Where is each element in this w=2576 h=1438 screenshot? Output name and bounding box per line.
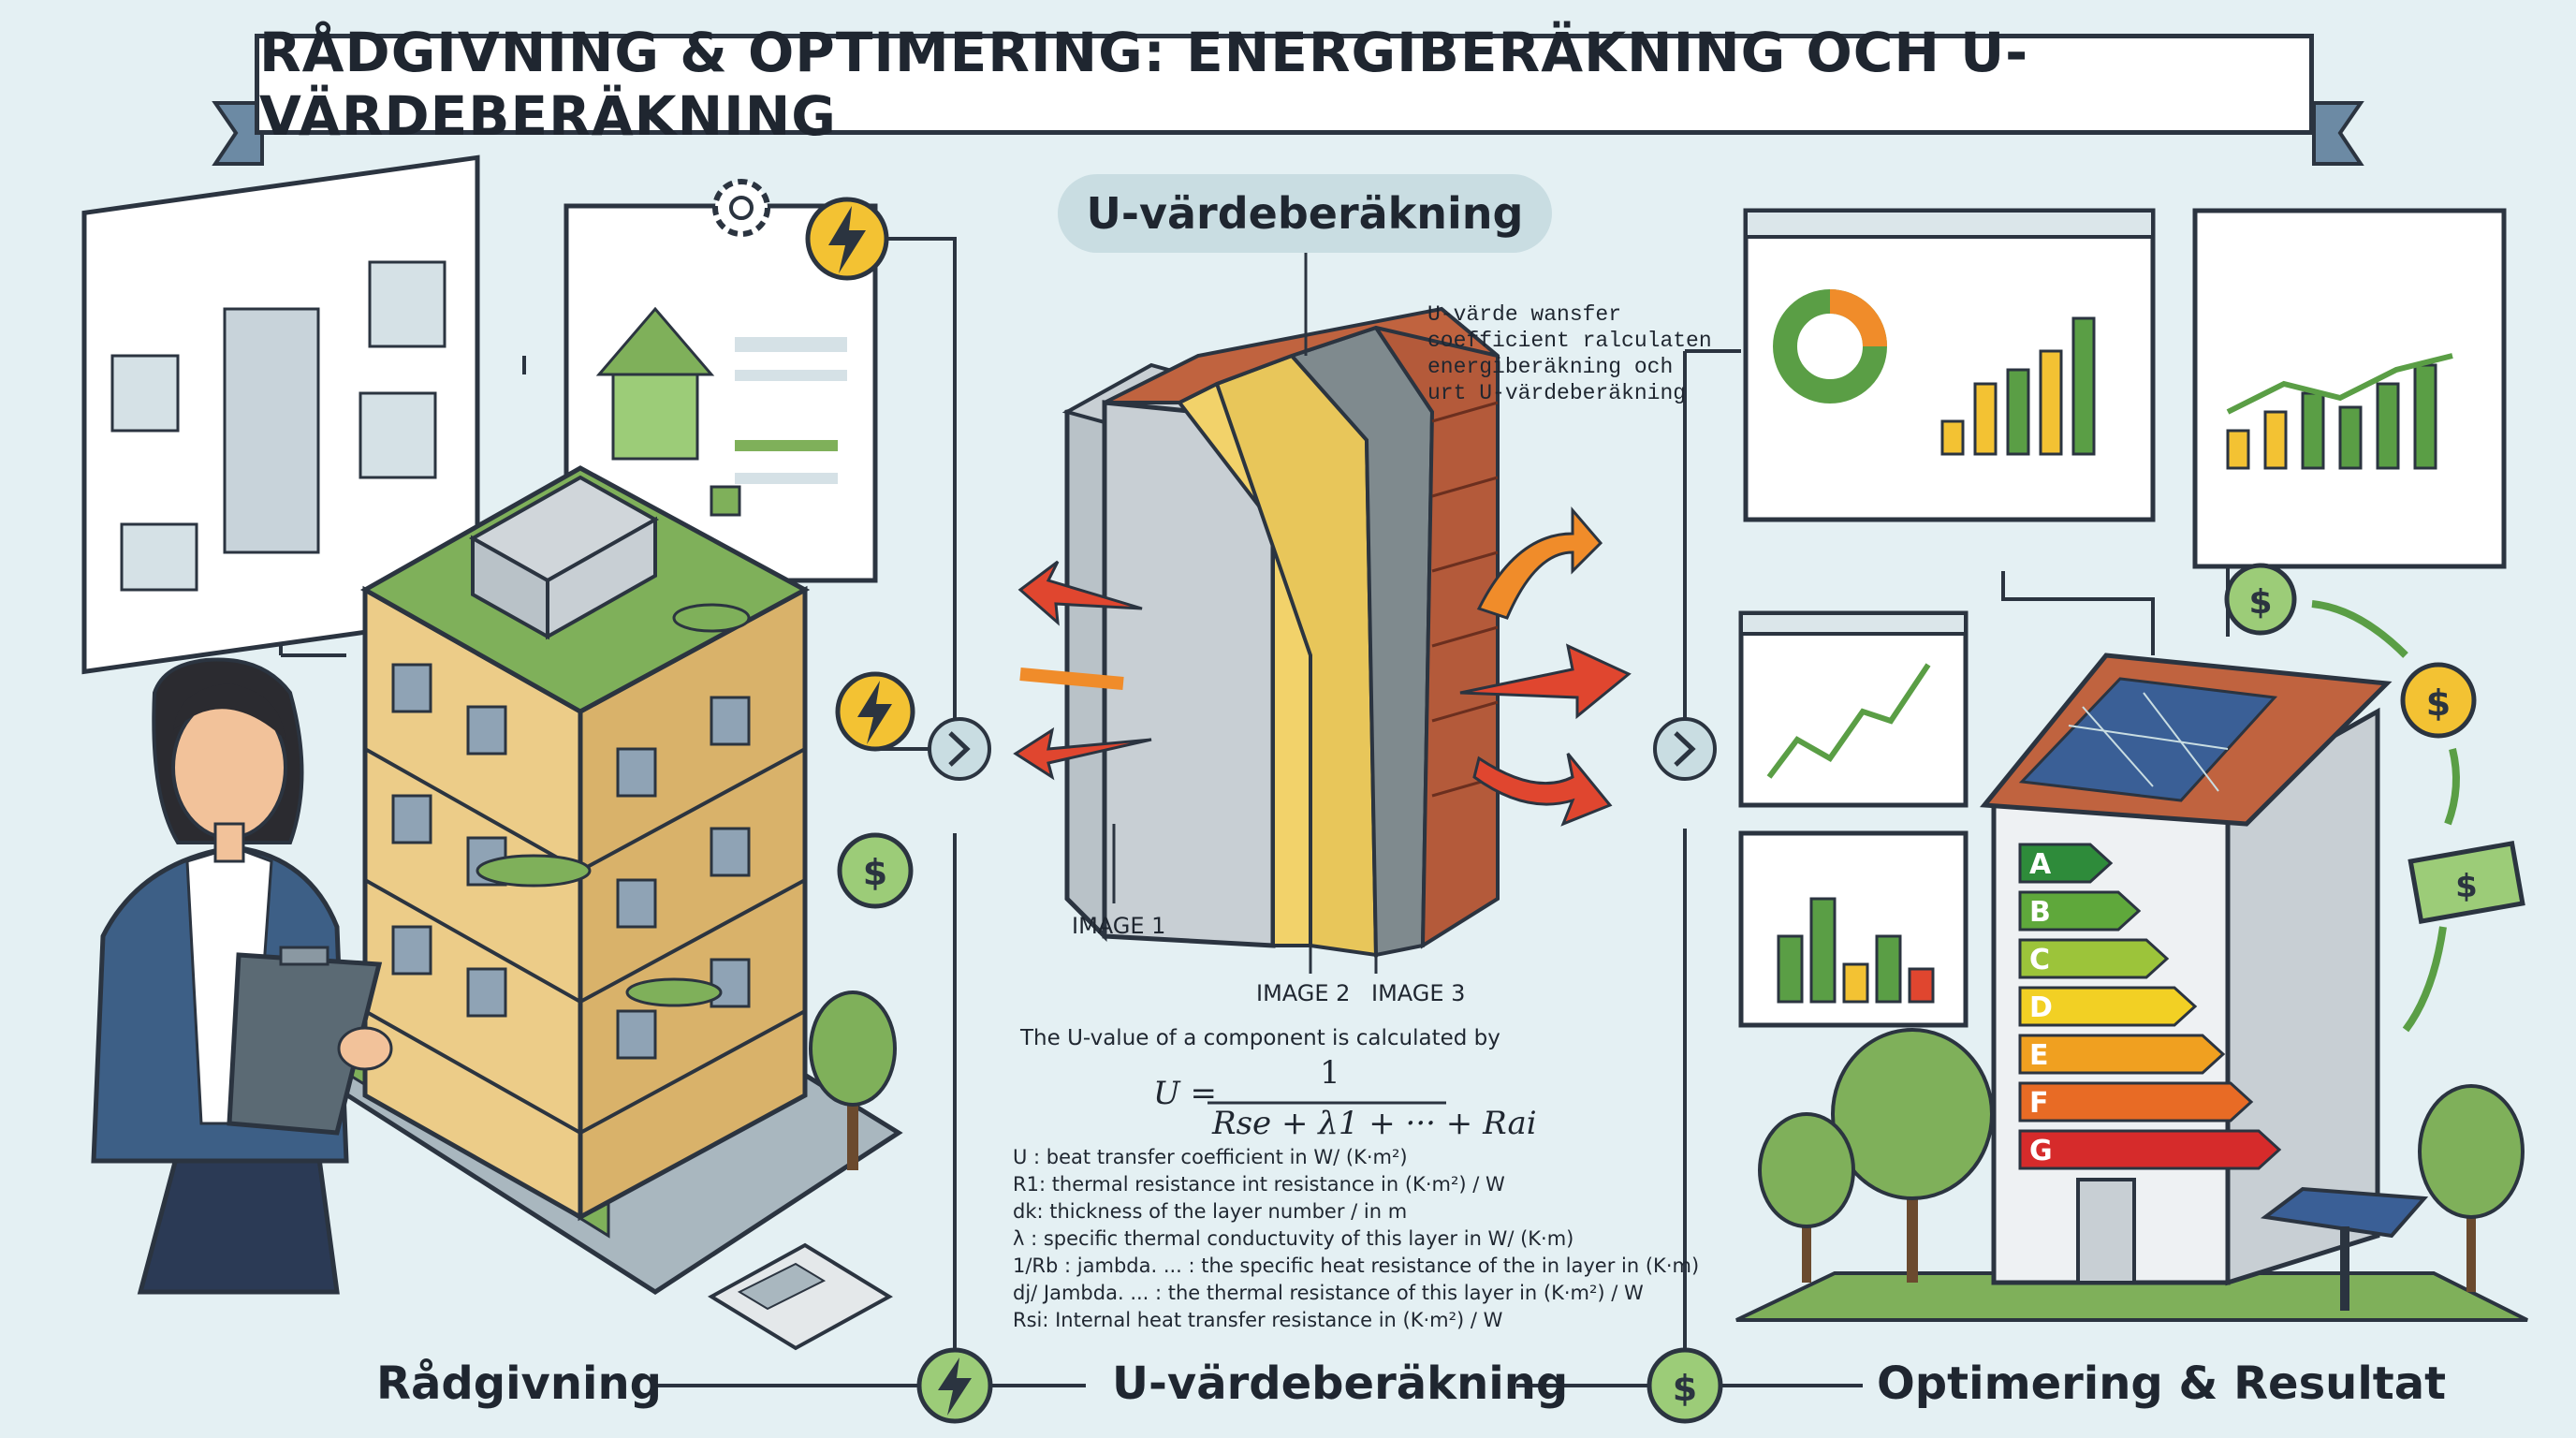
caption-optimering: Optimering & Resultat <box>1877 1357 2447 1410</box>
legend-line: dj/ Jambda. ... : the thermal resistance… <box>1013 1282 1644 1304</box>
arrow-right-icon <box>1653 717 1717 781</box>
banner-ribbon-left <box>212 101 264 166</box>
image-label-1: IMAGE 1 <box>1072 913 1166 939</box>
caption-radgivning: Rådgivning <box>376 1357 662 1410</box>
formula-lhs: U = <box>1153 1075 1217 1112</box>
energy-grade-bar <box>2018 938 2170 979</box>
energy-grade-bar <box>2018 1081 2254 1123</box>
gear-icon <box>712 179 770 237</box>
dashboard-panel-growth <box>2192 208 2507 569</box>
legend-line: 1/Rb : jambda. ... : the specific heat r… <box>1013 1255 1700 1277</box>
image-label-3: IMAGE 3 <box>1371 980 1466 1006</box>
lightning-icon <box>916 1347 993 1424</box>
legend-line: dk: thickness of the layer number / in m <box>1013 1200 1408 1223</box>
dollar-icon: $ <box>2224 563 2297 636</box>
formula-numerator: 1 <box>1320 1054 1340 1092</box>
energy-grade-label: F <box>2029 1087 2049 1120</box>
energy-grade-bar <box>2018 1034 2226 1075</box>
energy-grade-bars <box>2018 843 2282 1170</box>
svg-text:$: $ <box>863 852 887 893</box>
legend-line: R1: thermal resistance int resistance in… <box>1013 1173 1505 1196</box>
svg-text:$: $ <box>2426 682 2451 724</box>
formula-denominator: Rse + λ1 + ··· + Rai <box>1212 1105 1537 1142</box>
consultant-person <box>91 657 393 1295</box>
dollar-icon: $ <box>2400 662 2477 739</box>
clipboard <box>227 952 383 1136</box>
formula-legend: U : beat transfer coefficient in W/ (K·m… <box>1013 1144 1699 1334</box>
center-heading: U-värdeberäkning <box>1058 174 1552 253</box>
wall-cross-section <box>1061 306 1500 958</box>
lightning-icon <box>835 671 915 752</box>
dashboard-panel-bars <box>1738 830 1969 1028</box>
legend-line: Rsi: Internal heat transfer resistance i… <box>1013 1309 1503 1331</box>
cycle-arrows <box>2311 600 2460 1033</box>
caption-u-varde: U-värdeberäkning <box>1112 1357 1569 1410</box>
energy-grade-bar <box>2018 890 2142 932</box>
tree <box>1758 1028 2525 1292</box>
svg-text:$: $ <box>2455 868 2478 905</box>
dollar-icon: $ <box>837 832 914 909</box>
energy-grade-bar <box>2018 986 2198 1027</box>
energy-grade-bar <box>2018 1129 2282 1170</box>
dashboard-panel-donut <box>1743 208 2156 522</box>
arrow-right-icon <box>928 717 991 781</box>
energy-grade-label: A <box>2029 848 2052 881</box>
image-label-2: IMAGE 2 <box>1256 980 1351 1006</box>
solar-panel-icon <box>2260 1186 2429 1311</box>
banknote-icon: $ <box>2408 841 2525 924</box>
callout-lines <box>1112 253 1378 974</box>
energy-grade-label: D <box>2029 991 2053 1024</box>
energy-grade-label: E <box>2029 1039 2049 1072</box>
formula-intro: The U-value of a component is calculated… <box>1020 1026 1500 1050</box>
energy-grade-label: B <box>2029 896 2051 929</box>
page-title: RÅDGIVNING & OPTIMERING: ENERGIBERÄKNING… <box>255 21 2314 148</box>
banner-ribbon-right <box>2312 101 2364 166</box>
apartment-building <box>314 465 903 1295</box>
heat-arrows <box>1013 506 1632 827</box>
energy-grade-label: C <box>2029 944 2051 976</box>
calculator-icon <box>708 1242 893 1351</box>
legend-line: U : beat transfer coefficient in W/ (K·m… <box>1013 1146 1408 1168</box>
svg-text:$: $ <box>1673 1368 1697 1409</box>
blueprint-panel <box>81 154 480 675</box>
dollar-icon: $ <box>1647 1347 1723 1424</box>
tree <box>809 990 897 1170</box>
dashboard-panel-line <box>1738 610 1969 808</box>
energy-grade-label: G <box>2029 1135 2053 1167</box>
wall-note: U-värde wansfer coefficient ralculaten e… <box>1427 302 1712 405</box>
energy-grade-bar <box>2018 843 2114 884</box>
lightning-icon <box>805 197 889 281</box>
legend-line: λ : specific thermal conductuvity of thi… <box>1013 1227 1574 1250</box>
svg-text:$: $ <box>2248 583 2272 622</box>
